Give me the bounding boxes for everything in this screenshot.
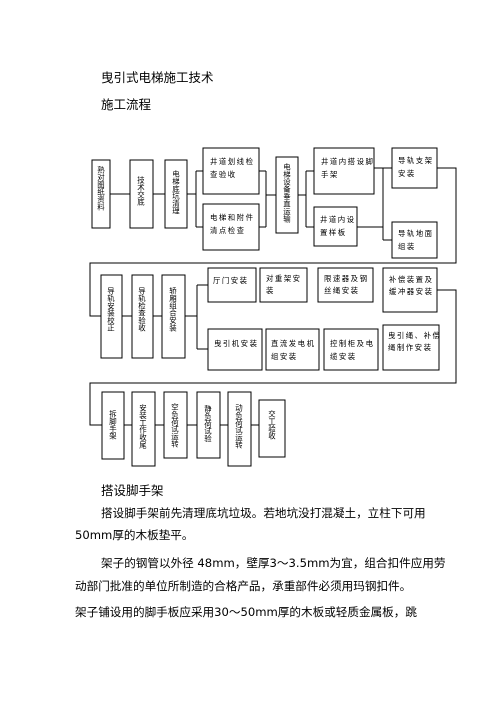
label-controller: 控制柜及电缆安装 bbox=[330, 339, 374, 361]
label-rail-inspection: 导轨检查验收 bbox=[137, 287, 146, 333]
label-scaffold-removal: 拆脚手架 bbox=[108, 410, 117, 441]
label-static-test: 静负荷试验 bbox=[203, 405, 212, 444]
box-traction-machine bbox=[207, 328, 263, 371]
label-shaft-survey: 井道内设置样板 bbox=[320, 215, 356, 237]
label-rail-alignment: 导轨安装校正 bbox=[106, 287, 115, 332]
label-safety-check: 安装工作收尾 bbox=[138, 404, 147, 450]
label-dc-generator: 直流发电机组安装 bbox=[271, 339, 315, 361]
box-rail-ground bbox=[391, 221, 438, 259]
paragraph-1-line-2: 50mm厚的木板垫平。 bbox=[75, 528, 194, 542]
label-rail-bracket: 导轨支架安装 bbox=[398, 156, 434, 178]
label-shaft-marking: 井道划线检查验收 bbox=[210, 157, 254, 179]
label-governor: 限速器及钢丝绳安装 bbox=[324, 274, 368, 295]
paragraph-3-line-1: 架子铺设用的脚手板应采用30～50mm厚的木板或轻质金属板，跳 bbox=[75, 605, 417, 619]
label-buffer: 补偿装置及缓冲器安装 bbox=[389, 275, 433, 296]
subheading: 搭设脚手架 bbox=[101, 483, 164, 498]
label-landing-door: 厅门安装 bbox=[213, 276, 249, 285]
box-rope-making bbox=[382, 324, 440, 371]
label-equipment-transport: 电梯设备垂直运输 bbox=[282, 163, 291, 224]
label-parts-inspection: 电梯和附件清点检查 bbox=[210, 213, 254, 235]
label-pit-cleaning: 电梯底坑清理 bbox=[171, 170, 180, 215]
label-traction-machine: 曳引机安装 bbox=[214, 339, 258, 348]
label-scaffold-in-shaft: 井道内搭设脚手架 bbox=[321, 157, 374, 179]
box-shaft-survey bbox=[313, 206, 358, 247]
box-dynamic-test bbox=[227, 391, 252, 467]
box-scaffold-in-shaft bbox=[313, 147, 375, 195]
label-tech-briefing: 技术交底 bbox=[136, 176, 145, 207]
label-drawings: 熟对图纸资料 bbox=[96, 166, 105, 212]
box-shaft-marking bbox=[202, 147, 260, 195]
box-governor bbox=[317, 267, 374, 303]
label-rope-making: 曳引绳、补偿绳制作安装 bbox=[388, 331, 441, 352]
box-counterweight bbox=[259, 267, 308, 303]
label-no-load-test: 空负荷试运转 bbox=[170, 403, 179, 449]
document-title: 曳引式电梯施工技术 bbox=[101, 70, 214, 85]
label-counterweight: 对重架安装 bbox=[266, 274, 302, 295]
box-landing-door bbox=[207, 267, 257, 303]
label-handover: 交工验收 bbox=[267, 410, 276, 441]
box-controller bbox=[323, 328, 379, 371]
label-rail-ground: 导轨地面组装 bbox=[398, 229, 434, 251]
paragraph-2-line-1: 架子的钢管以外径 48mm，壁厚3～3.5mm为宜，组合扣件应用劳 bbox=[101, 556, 446, 570]
box-dc-generator bbox=[265, 328, 320, 371]
label-dynamic-test: 动负荷试运转 bbox=[234, 404, 243, 450]
paragraph-2-line-2: 动部门批准的单位所制造的合格产品，承重部件必须用玛钢扣件。 bbox=[75, 579, 412, 593]
box-handover bbox=[258, 399, 286, 458]
paragraph-1-line-1: 搭设脚手架前先清理底坑垃圾。若地坑没打混凝土，立柱下可用 bbox=[101, 506, 426, 520]
section-title: 施工流程 bbox=[101, 97, 152, 112]
construction-flowchart: 熟对图纸资料 技术交底 电梯底坑清理 电梯设备垂直运输 导轨安装校正 导轨检查验… bbox=[89, 147, 457, 467]
box-safety-check bbox=[131, 391, 156, 467]
label-car-assembly: 轿厢组合安装 bbox=[168, 287, 177, 333]
box-rail-bracket bbox=[391, 147, 438, 189]
